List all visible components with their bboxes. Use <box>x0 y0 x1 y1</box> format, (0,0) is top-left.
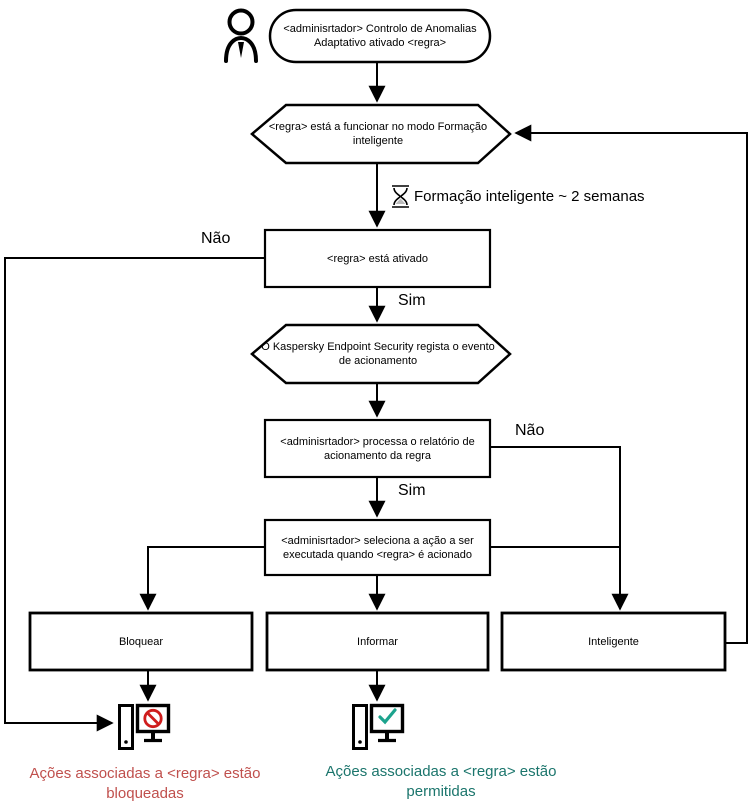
connector-lines <box>4 62 748 732</box>
action-inform-shape <box>265 611 490 672</box>
node-action-block-label: Bloquear <box>118 635 164 648</box>
node-admin-processes-label: <adminisrtador> processa o relatório de … <box>280 435 475 462</box>
node-action-smart-label: Inteligente <box>588 635 639 648</box>
check-icon <box>378 708 397 725</box>
action-block-shape <box>28 611 254 672</box>
computer-blocked-icon <box>118 703 171 750</box>
node-action-inform-label: Informar <box>357 635 398 648</box>
caption-blocked: Ações associadas a <regra> estão bloquea… <box>29 765 261 802</box>
person-icon <box>224 8 258 63</box>
prohibition-icon <box>143 708 163 729</box>
branch-no-right-label: Não <box>515 422 545 439</box>
node-security-logs-label: O Kaspersky Endpoint Security regista o … <box>261 341 495 367</box>
training-duration-label: Formação inteligente ~ 2 semanas <box>414 188 645 205</box>
branch-yes-2-label: Sim <box>398 482 426 499</box>
node-start-label: <adminisrtador> Controlo de Anomalias Ad… <box>283 23 477 49</box>
hourglass-icon <box>392 185 409 208</box>
node-admin-selects-label: <adminisrtador> seleciona a ação a ser e… <box>281 534 474 561</box>
node-rule-enabled-label: <regra> está ativado <box>327 252 428 265</box>
rule-enabled-shape <box>263 228 492 289</box>
branch-yes-1-label: Sim <box>398 292 426 309</box>
action-smart-shape <box>500 611 727 672</box>
branch-no-left-label: Não <box>201 230 231 247</box>
hexagon-training-shape <box>250 103 512 165</box>
start-shape <box>268 8 492 64</box>
computer-allowed-icon <box>352 703 405 750</box>
node-training-mode-label: <regra> está a funcionar no modo Formaçã… <box>268 121 488 147</box>
hexagon-log-shape <box>250 323 512 385</box>
caption-allowed: Ações associadas a <regra> estão permiti… <box>325 763 557 800</box>
